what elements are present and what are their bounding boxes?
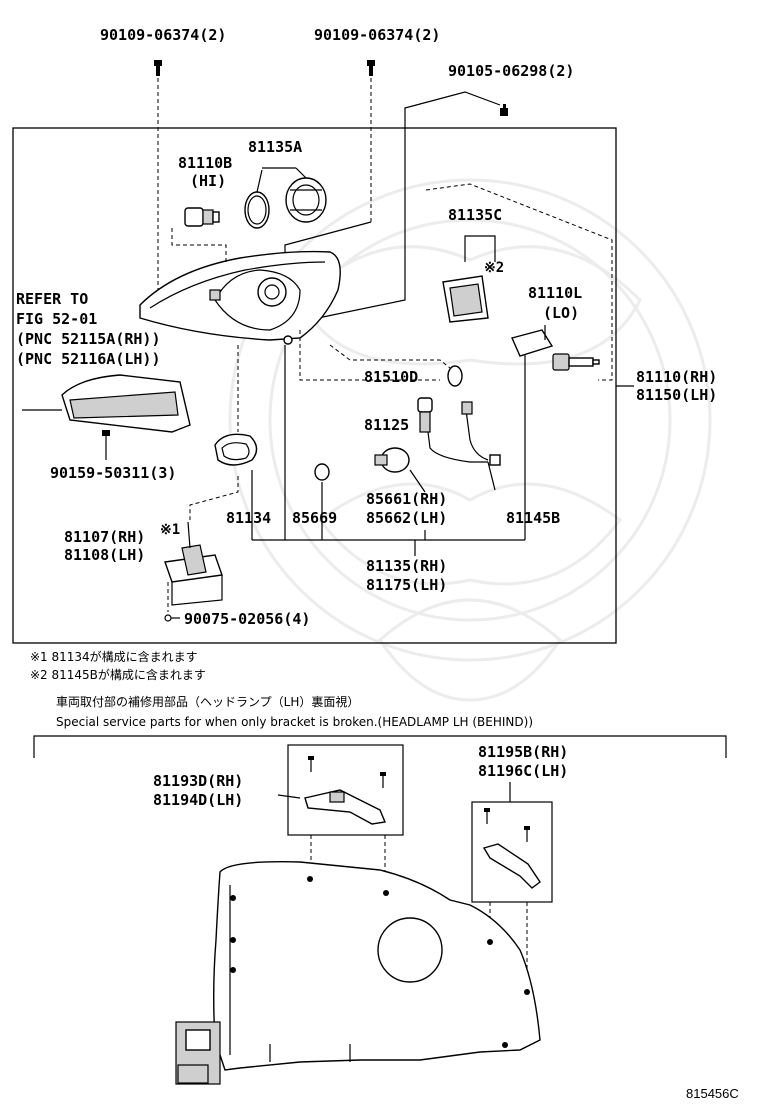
label-assy-lh: 81150(LH) (636, 386, 717, 404)
watermark-emblem (228, 178, 712, 702)
label-90105: 90105-06298(2) (448, 62, 574, 80)
label-81110l: 81110L (528, 284, 582, 302)
bulb-hi (171, 207, 227, 262)
label-81125: 81125 (364, 416, 409, 434)
note-2: ※2 81145Bが構成に含まれます (30, 667, 206, 682)
oring-85669 (314, 463, 330, 481)
headlamp-rear-view (175, 861, 541, 1085)
label-81110b-hi: (HI) (190, 172, 226, 190)
label-refer-1: REFER TO (16, 290, 88, 308)
headlamp-housing (139, 250, 341, 345)
label-81135c-note: ※2 (484, 260, 504, 276)
label-81108: 81108(LH) (64, 546, 145, 564)
label-81194d: 81194D(LH) (153, 791, 243, 809)
bulb-lo (544, 325, 600, 371)
bolt-right (284, 60, 375, 260)
label-refer-4: (PNC 52116A(LH)) (16, 350, 161, 368)
label-81107: 81107(RH) (64, 528, 145, 546)
label-81110l-lo: (LO) (543, 304, 579, 322)
label-81510d: 81510D (364, 368, 418, 386)
label-81175-lh: 81175(LH) (366, 576, 447, 594)
label-81145b: 81145B (506, 509, 560, 527)
bracket-box-left (277, 744, 404, 892)
gasket-81145b (511, 329, 554, 357)
label-81134: 81134 (226, 509, 271, 527)
label-81195b: 81195B(RH) (478, 743, 568, 761)
bolt-left (154, 60, 162, 290)
note-1: ※1 81134が構成に含まれます (30, 649, 198, 664)
label-85661: 85661(RH) (366, 490, 447, 508)
screw-top-right (317, 91, 508, 319)
gasket-81134 (214, 345, 258, 466)
label-81193d: 81193D(RH) (153, 772, 243, 790)
label-81107-note: ※1 (160, 522, 180, 538)
leveling-actuator (164, 476, 239, 622)
label-81196c: 81196C(LH) (478, 762, 568, 780)
label-90109-right: 90109-06374(2) (314, 26, 440, 44)
label-81110b: 81110B (178, 154, 232, 172)
label-refer-2: FIG 52-01 (16, 310, 97, 328)
label-81135-rh: 81135(RH) (366, 557, 447, 575)
label-85662: 85662(LH) (366, 509, 447, 527)
socket-81135a (262, 167, 327, 223)
socket-85661 (374, 447, 426, 493)
reference-bracket (22, 374, 191, 460)
seal-ring-81135a (244, 169, 270, 229)
section-title-en: Special service parts for when only brac… (56, 715, 533, 729)
label-81135a: 81135A (248, 138, 302, 156)
cover-81135c (425, 183, 613, 381)
lower-section-bracket (33, 735, 727, 758)
diagram-reference-code: 815456C (686, 1086, 739, 1101)
label-85669: 85669 (292, 509, 337, 527)
label-assy-rh: 81110(RH) (636, 368, 717, 386)
label-90109-left: 90109-06374(2) (100, 26, 226, 44)
group-leader-lines (251, 345, 526, 556)
label-refer-3: (PNC 52115A(RH)) (16, 330, 161, 348)
harness-81125 (417, 397, 501, 491)
label-90075: 90075-02056(4) (184, 610, 310, 628)
section-title-jp: 車両取付部の補修用部品（ヘッドランプ（LH）裏面視） (56, 694, 359, 709)
label-90159: 90159-50311(3) (50, 464, 176, 482)
label-81135c: 81135C (448, 206, 502, 224)
bulb-81510d (299, 330, 463, 387)
